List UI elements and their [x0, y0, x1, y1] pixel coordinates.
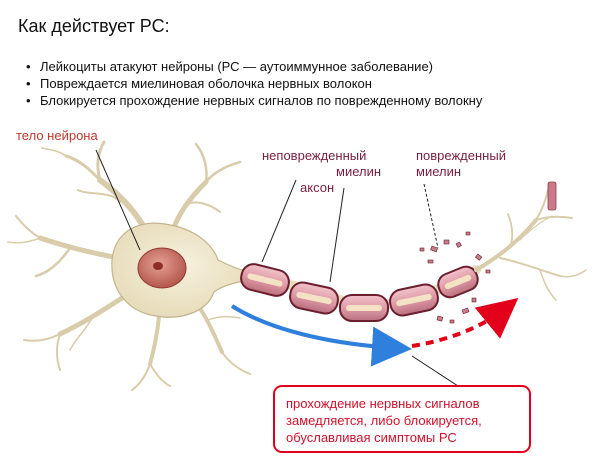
myelin-fragments — [419, 231, 491, 324]
bullet-item: Блокируется прохождение нервных сигналов… — [26, 92, 482, 109]
page-title: Как действует РС: — [18, 16, 170, 36]
synapse-target — [547, 181, 557, 211]
callout-line3: обуславливая симптомы РС — [286, 430, 457, 445]
callout-line1: прохождение нервных сигналов — [286, 396, 480, 411]
label-damaged-myelin-line1: поврежденный — [416, 148, 506, 163]
label-axon: аксон — [300, 180, 334, 195]
label-intact-myelin-line1: неповрежденный — [262, 148, 366, 163]
callout-line2: замедляется, либо блокируется, — [286, 413, 482, 428]
label-damaged-myelin-line2: миелин — [416, 164, 461, 179]
bullet-item: Повреждается миелиновая оболочка нервных… — [26, 75, 482, 92]
myelin-sheath — [240, 263, 479, 322]
label-neuron-body: тело нейрона — [16, 128, 98, 143]
axon-terminals — [474, 189, 587, 301]
callout-box: прохождение нервных сигналов замедляется… — [273, 385, 531, 453]
signal-arrow-blocked — [411, 297, 519, 348]
bullet-item: Лейкоциты атакуют нейроны (РС — аутоимму… — [26, 58, 482, 75]
neuron-diagram: тело нейрона неповрежденный миелин аксон… — [7, 128, 587, 453]
leader-lines — [95, 149, 459, 387]
label-intact-myelin-line2: миелин — [336, 164, 381, 179]
bullet-list: Лейкоциты атакуют нейроны (РС — аутоимму… — [26, 58, 482, 109]
nucleolus — [153, 262, 163, 270]
signal-arrow-normal — [230, 304, 412, 367]
